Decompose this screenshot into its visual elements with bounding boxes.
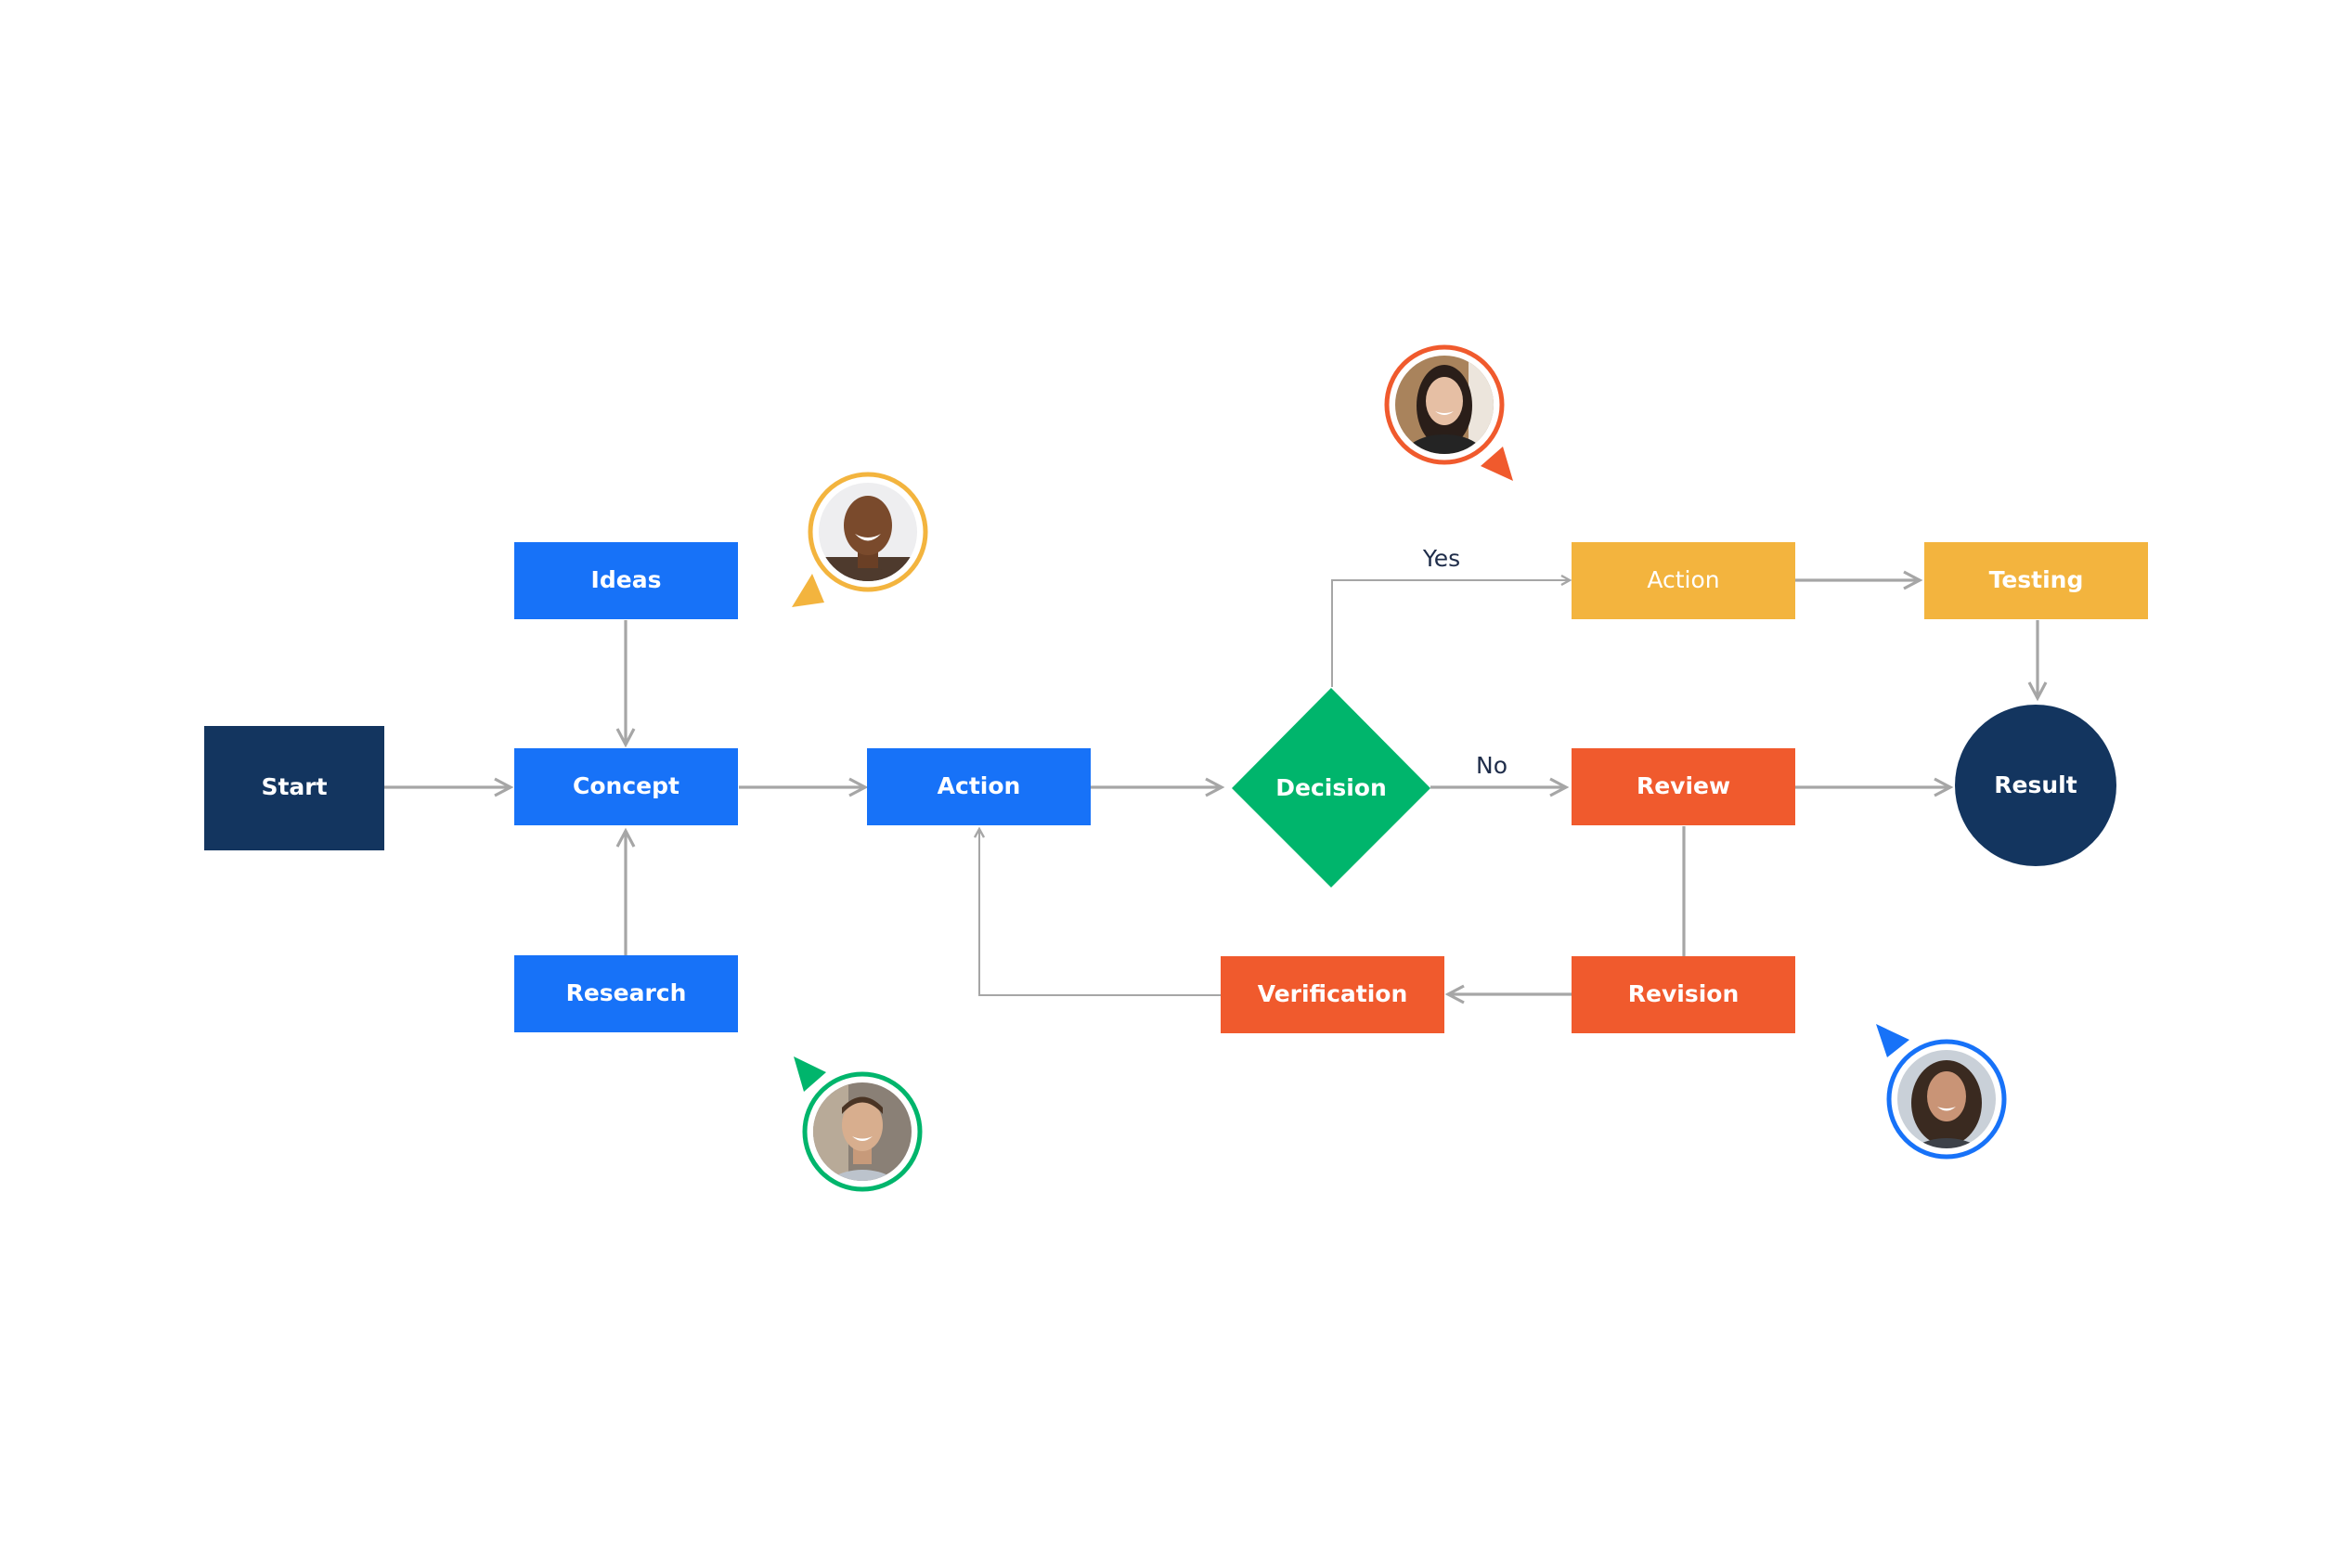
avatar: [808, 472, 928, 592]
collaborator-orange: [1384, 344, 1513, 481]
node-review-label: Review: [1637, 772, 1730, 799]
collaborator-yellow: [792, 472, 928, 607]
avatar: [1886, 1039, 2007, 1160]
node-result-label: Result: [1994, 771, 2077, 798]
cursor-arrow-icon: [1876, 1024, 1909, 1057]
node-decision-label: Decision: [1275, 774, 1387, 801]
node-concept-label: Concept: [573, 772, 679, 799]
node-research-label: Research: [566, 979, 687, 1006]
cursor-arrow-icon: [794, 1056, 826, 1092]
node-action-yes[interactable]: Action: [1572, 542, 1795, 619]
node-start-label: Start: [261, 773, 327, 800]
node-action-yes-label: Action: [1647, 566, 1719, 593]
edge-decision-yes: [1331, 580, 1570, 687]
node-testing[interactable]: Testing: [1924, 542, 2148, 619]
connectors: [384, 570, 2048, 1004]
node-research[interactable]: Research: [514, 955, 738, 1032]
node-revision-label: Revision: [1628, 980, 1740, 1007]
edge-label-yes: Yes: [1422, 545, 1460, 572]
node-ideas-label: Ideas: [591, 566, 662, 593]
node-concept[interactable]: Concept: [514, 748, 738, 825]
collaborator-blue: [1876, 1024, 2007, 1160]
cursor-arrow-icon: [1481, 447, 1513, 481]
node-testing-label: Testing: [1989, 566, 2084, 593]
node-decision[interactable]: Decision: [1232, 688, 1430, 888]
node-action-main[interactable]: Action: [867, 748, 1091, 825]
node-start[interactable]: Start: [204, 726, 384, 850]
node-result[interactable]: Result: [1955, 705, 2116, 866]
node-action-main-label: Action: [938, 772, 1021, 799]
node-ideas[interactable]: Ideas: [514, 542, 738, 619]
collaborator-green: [794, 1056, 923, 1192]
cursor-arrow-icon: [792, 574, 824, 607]
avatar: [1384, 344, 1505, 465]
avatar: [802, 1071, 923, 1192]
node-verification[interactable]: Verification: [1221, 956, 1444, 1033]
edge-verification-action: [979, 829, 1221, 996]
node-verification-label: Verification: [1258, 980, 1408, 1007]
edge-label-no: No: [1476, 752, 1507, 779]
node-review[interactable]: Review: [1572, 748, 1795, 825]
node-revision[interactable]: Revision: [1572, 956, 1795, 1033]
